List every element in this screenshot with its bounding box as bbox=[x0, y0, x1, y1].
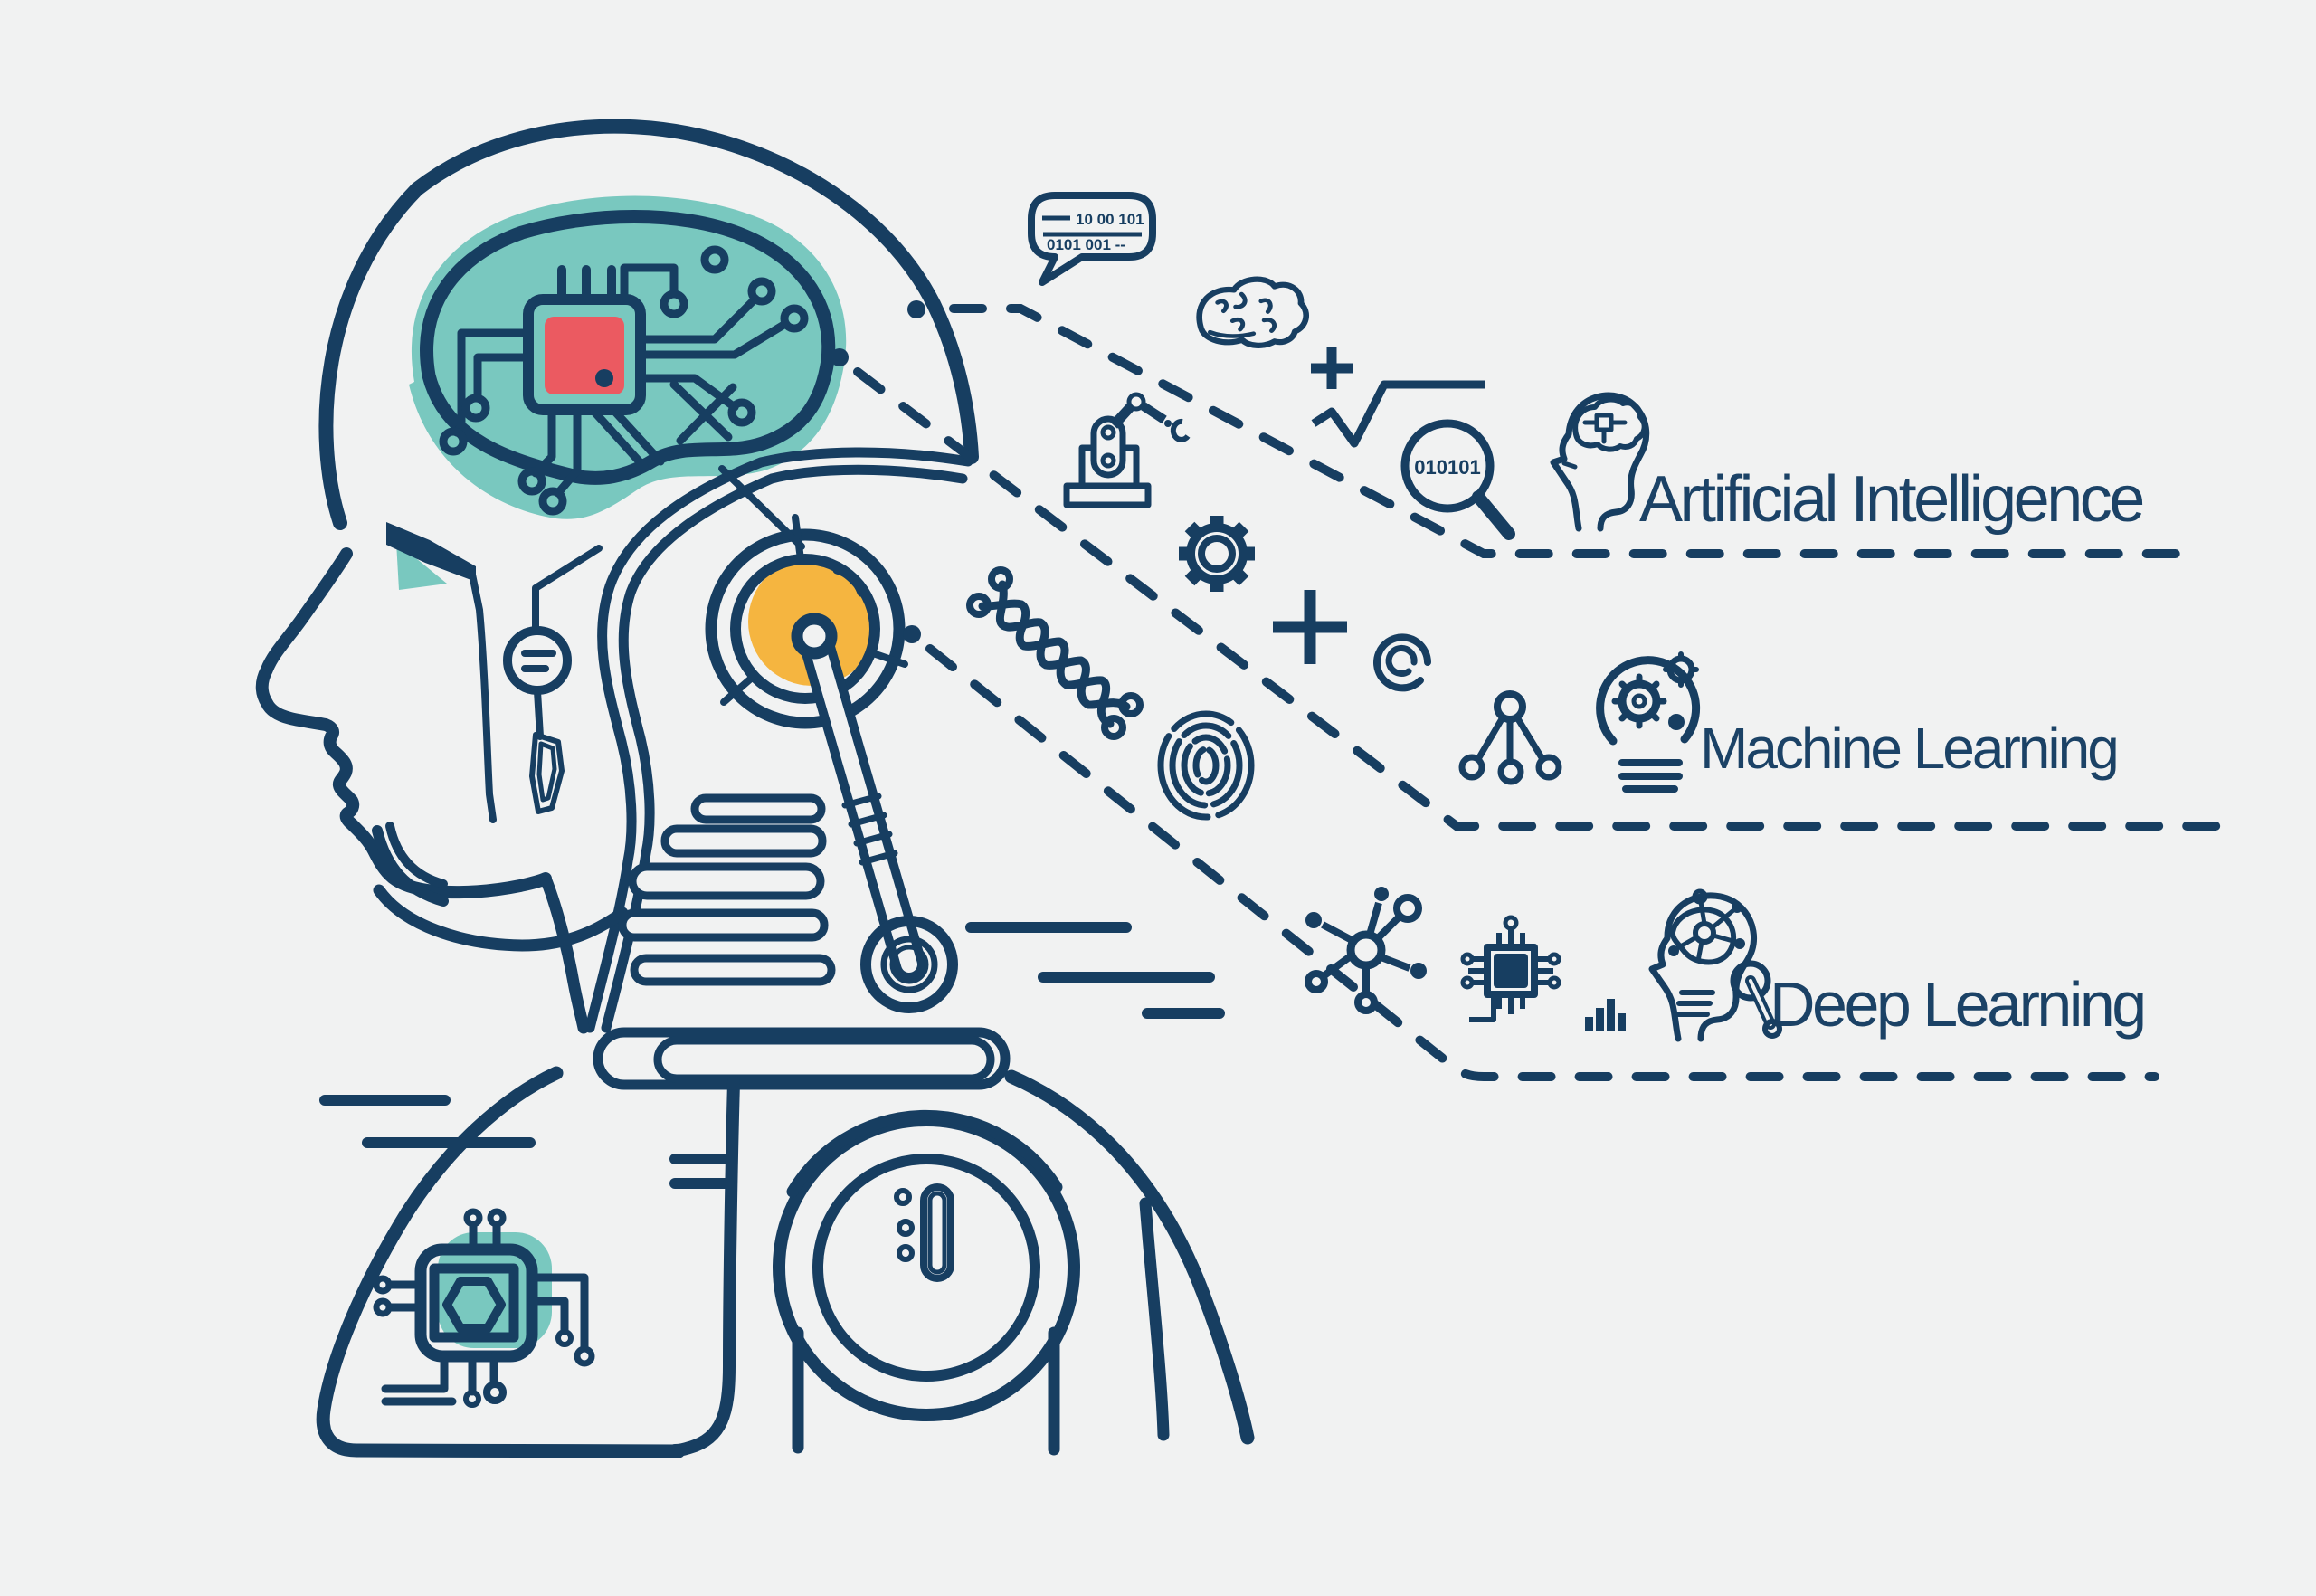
svg-text:010101: 010101 bbox=[1414, 456, 1480, 479]
svg-text:Deep Learning: Deep Learning bbox=[1770, 969, 2144, 1040]
svg-text:0101 001 --: 0101 001 -- bbox=[1047, 236, 1125, 253]
svg-text:10 00 101: 10 00 101 bbox=[1076, 211, 1144, 228]
svg-text:Artificial Intelligence: Artificial Intelligence bbox=[1639, 463, 2142, 536]
svg-text:Machine Learning: Machine Learning bbox=[1700, 716, 2117, 781]
